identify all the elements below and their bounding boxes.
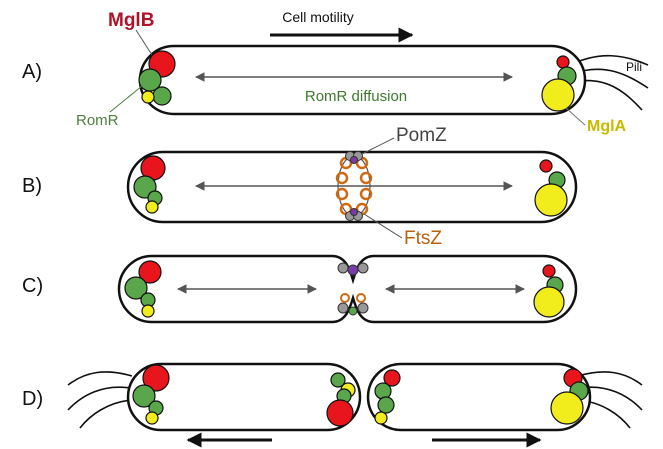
romr-spot-a-left-2: [152, 86, 172, 106]
mglb-spot-d1-left: [142, 364, 170, 392]
pomz-cluster-b: [345, 151, 363, 221]
cell-body-d-right: [366, 362, 592, 432]
romr-diffusion-label: RomR diffusion: [305, 88, 407, 105]
ftsz-label: FtsZ: [404, 228, 442, 249]
mgla-spot-c-left: [141, 304, 155, 318]
panel-c-letter: C): [22, 275, 43, 297]
pomz-leader: [361, 137, 395, 155]
cell-motility-label: Cell motility: [282, 9, 354, 25]
division-site-c: [337, 262, 369, 316]
romr-spot-d2-left-2: [377, 396, 395, 414]
mglb-spot-b-right: [539, 159, 553, 173]
romr-leader: [109, 85, 143, 113]
mgla-spot-a-right: [541, 78, 575, 112]
romr-label: RomR: [76, 112, 119, 129]
mgla-spot-a-left: [141, 90, 155, 104]
romr-spot-d1-left: [132, 384, 156, 408]
mglb-spot-c-left: [138, 260, 162, 284]
mgla-spot-c-right: [533, 286, 565, 318]
romr-spot-d2-left: [374, 382, 392, 400]
mgla-spot-d1-left: [145, 411, 159, 425]
romr-spot-c-left: [124, 276, 148, 300]
mgla-label: MglA: [587, 118, 627, 135]
romr-spot-d1-right: [330, 372, 346, 388]
panel-d-letter: D): [22, 388, 43, 410]
mgla-leader: [565, 107, 586, 126]
mglb-label: MglB: [108, 10, 154, 31]
panel-b-letter: B): [22, 175, 42, 197]
cell-body-d-left: [126, 362, 362, 432]
mglb-spot-a-right: [556, 55, 570, 69]
panel-a-letter: A): [22, 61, 42, 83]
mgla-spot-d2-right: [550, 391, 584, 425]
mgla-spot-b-right: [534, 183, 568, 217]
ftsz-leader: [363, 213, 403, 239]
mgla-spot-b-left: [145, 200, 159, 214]
pili-label: Pili: [626, 60, 642, 74]
pili-left-d: [67, 371, 133, 429]
pomz-label: PomZ: [396, 125, 447, 146]
mglb-spot-c-right: [542, 264, 556, 278]
mglb-spot-d1-right: [326, 399, 354, 427]
mgla-spot-d2-left: [374, 411, 388, 425]
mglb-leader: [135, 29, 153, 56]
mglb-spot-d2-left: [383, 369, 401, 387]
